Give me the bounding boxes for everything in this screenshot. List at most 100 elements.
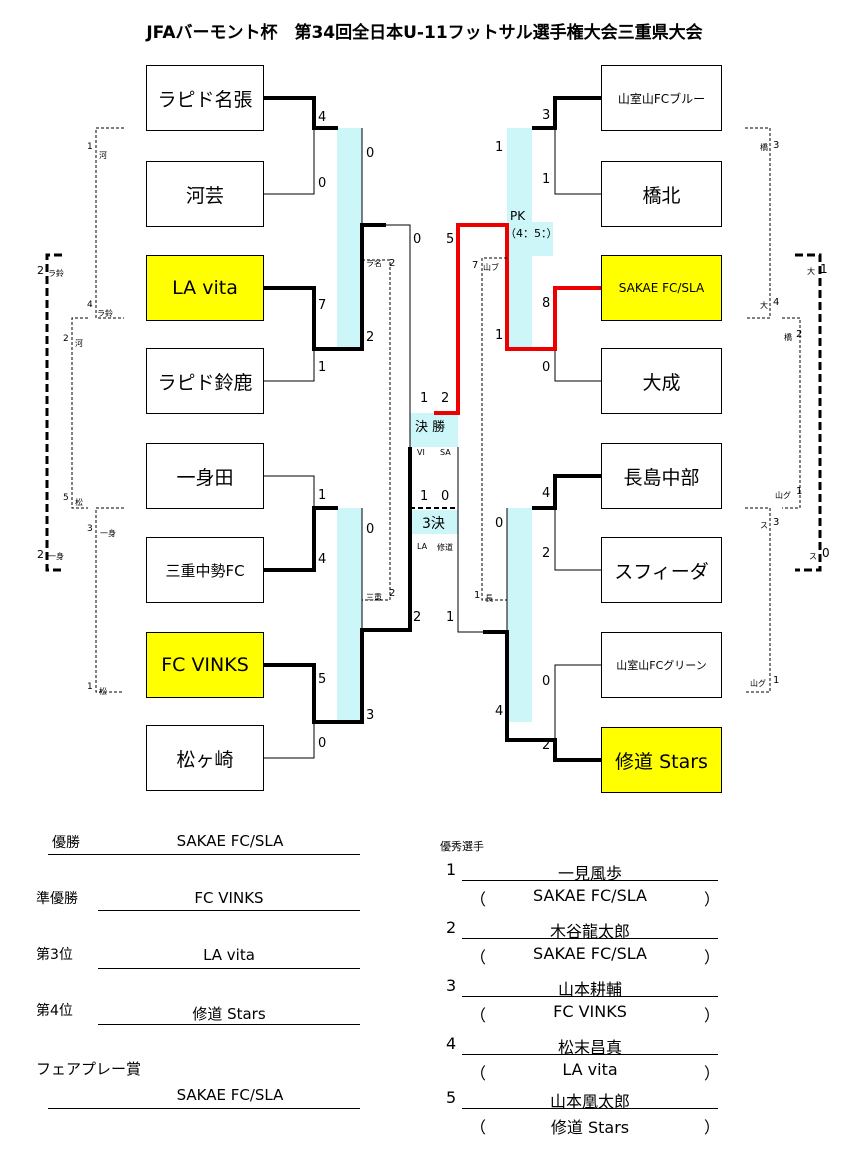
third-place-underline	[98, 968, 360, 969]
player-4-num: 4	[446, 1034, 457, 1053]
team-left-7: FC VINKS	[146, 632, 264, 698]
player-1-close: ）	[704, 890, 721, 909]
final-right-team: SA	[440, 448, 451, 457]
player-5-name: 山本凰太郎	[549, 1092, 630, 1111]
player-3-close: ）	[704, 1006, 721, 1025]
player-2-close: ）	[704, 948, 721, 967]
side-left-s6t: 松	[75, 498, 83, 507]
team-left-8: 松ヶ崎	[146, 725, 264, 791]
champion-value: SAKAE FC/SLA	[176, 832, 284, 850]
team-left-6: 三重中勢FC	[146, 537, 264, 603]
third-left-team: LA	[417, 542, 428, 551]
left-side-dashed	[71, 127, 391, 693]
side-right-s7: 1	[820, 262, 828, 276]
champion-underline	[48, 854, 360, 855]
team-left-2: 河芸	[146, 161, 264, 227]
score-left-r2-1: 0	[366, 146, 375, 161]
player-2-team: SAKAE FC/SLA	[533, 944, 647, 963]
score-right-r2-1: 1	[495, 140, 504, 155]
fairplay-value: SAKAE FC/SLA	[176, 1086, 284, 1104]
side-right-s6: 1	[796, 486, 803, 497]
player-5-underline	[462, 1108, 718, 1109]
score-left-sf-2: 2	[413, 610, 422, 625]
side-right-s5: 2	[796, 329, 803, 340]
final-left-team: VI	[417, 448, 425, 457]
pk-label: PK	[510, 209, 526, 223]
score-left-r2-2: 2	[366, 330, 375, 345]
side-left-s6: 5	[63, 493, 69, 503]
player-3-team: FC VINKS	[553, 1002, 627, 1021]
fourth-place-value: 修道 Stars	[192, 1005, 266, 1023]
side-left-s10: 2	[389, 588, 396, 599]
team-right-1: 山室山FCブルー	[601, 65, 722, 131]
player-1-open: （	[470, 890, 487, 909]
score-left-3: 7	[318, 298, 327, 313]
score-right-5: 4	[542, 486, 551, 501]
player-5-num: 5	[446, 1088, 457, 1107]
player-2-underline	[462, 938, 718, 939]
player-2-num: 2	[446, 918, 457, 937]
side-right-s10: 1	[474, 590, 481, 601]
side-left-s9t: ラ名	[366, 259, 382, 268]
player-3-underline	[462, 996, 718, 997]
side-left-s5t: 河	[75, 339, 83, 348]
third-right-score: 0	[441, 489, 450, 504]
right-outer-dashed	[795, 253, 822, 572]
score-right-1: 3	[542, 108, 551, 123]
team-right-6: スフィーダ	[601, 537, 722, 603]
team-right-5: 長島中部	[601, 443, 722, 509]
side-left-s10t: 三重	[366, 593, 382, 602]
player-1-name: 一見風歩	[557, 864, 622, 883]
final-box	[410, 413, 458, 447]
side-right-s8t: ス	[809, 552, 817, 561]
side-right-s2t: 大	[760, 301, 768, 310]
team-right-8: 修道 Stars	[601, 727, 722, 793]
third-left-score: 1	[420, 489, 429, 504]
player-1-underline	[462, 880, 718, 881]
team-left-1: ラピド名張	[146, 65, 264, 131]
score-right-r2-3: 0	[495, 516, 504, 531]
team-right-3: SAKAE FC/SLA	[601, 255, 722, 321]
third-place-value: LA vita	[203, 946, 255, 964]
score-right-7: 0	[542, 674, 551, 689]
side-right-s4: 1	[773, 675, 780, 686]
side-left-s5: 2	[63, 334, 69, 344]
side-right-s9: 7	[472, 260, 479, 271]
team-left-4: ラピド鈴鹿	[146, 348, 264, 414]
score-left-r2-4: 3	[366, 708, 375, 723]
pk-score: （4：5：）	[505, 227, 558, 240]
thick-lines	[264, 96, 601, 762]
score-left-5: 1	[318, 488, 327, 503]
third-right-team: 修道	[437, 543, 453, 552]
side-right-s10t: 長	[485, 594, 493, 603]
score-right-sf-1: 5	[446, 232, 455, 247]
final-right-score: 2	[441, 391, 450, 406]
side-right-s7t: 大	[807, 267, 815, 276]
side-right-s2: 4	[773, 297, 780, 308]
side-right-s1: 3	[773, 140, 780, 151]
thin-lines	[264, 128, 601, 759]
winner-path	[434, 223, 601, 415]
cyan-band-right-bottom	[507, 508, 532, 722]
side-right-s6t: 山グ	[775, 491, 791, 500]
right-side-dashed	[481, 127, 801, 693]
score-right-4: 0	[542, 360, 551, 375]
score-right-r2-2: 1	[495, 328, 504, 343]
score-right-sf-2: 1	[446, 610, 455, 625]
score-right-r2-4: 4	[495, 704, 504, 719]
left-outer-dashed	[45, 253, 62, 572]
runner-underline	[98, 910, 360, 911]
player-2-open: （	[470, 948, 487, 967]
score-right-2: 1	[542, 172, 551, 187]
page-title: JFAバーモント杯 第34回全日本U-11フットサル選手権大会三重県大会	[146, 23, 703, 43]
score-left-2: 0	[318, 176, 327, 191]
side-right-s4t: 山グ	[750, 679, 766, 688]
side-left-s3: 3	[87, 524, 93, 534]
third-place-label: 第3位	[36, 947, 73, 963]
player-4-underline	[462, 1054, 718, 1055]
player-4-close: ）	[704, 1064, 721, 1083]
score-right-3: 8	[542, 296, 551, 311]
cyan-band-left-top	[337, 128, 362, 349]
score-left-4: 1	[318, 360, 327, 375]
